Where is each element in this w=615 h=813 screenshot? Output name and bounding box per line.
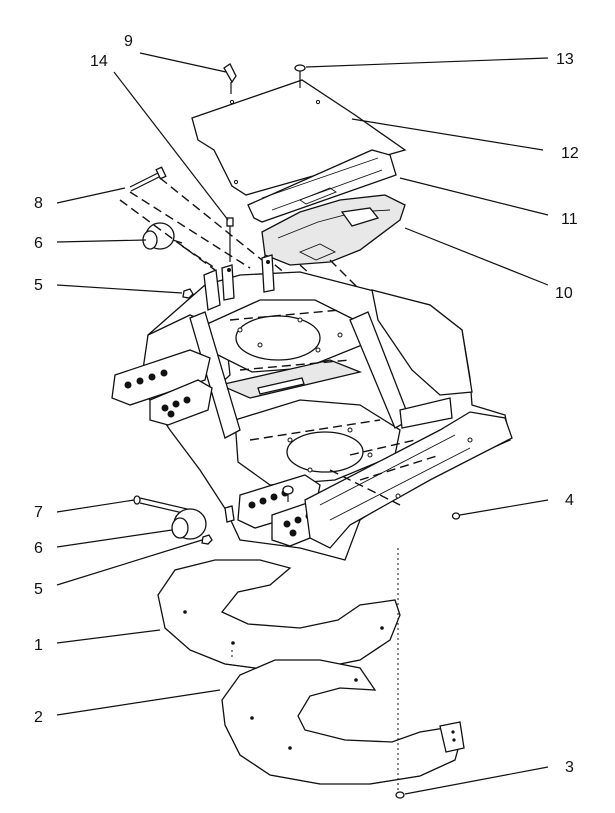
callout-1: 1 xyxy=(34,637,43,654)
leader-lines xyxy=(56,52,549,795)
callout-8: 8 xyxy=(34,195,43,212)
screw-part xyxy=(294,64,306,88)
housing-cover-part xyxy=(261,194,406,266)
callout-3: 3 xyxy=(565,759,574,776)
right-tray-part xyxy=(304,397,513,549)
gasket-part xyxy=(247,149,397,223)
nut-lower-part xyxy=(201,534,213,545)
fitting-part xyxy=(282,485,294,502)
cover-plate-part xyxy=(191,79,407,196)
callout-10: 10 xyxy=(555,285,573,302)
callout-labels: 9 14 13 12 11 10 8 6 5 4 7 6 5 1 2 3 xyxy=(34,33,579,776)
callout-9: 9 xyxy=(124,33,133,50)
bolt-upper-part xyxy=(129,166,167,192)
screw-bottom-part xyxy=(395,791,405,799)
left-bracket-part xyxy=(111,349,213,426)
callout-14: 14 xyxy=(90,53,108,70)
upper-shield-part xyxy=(157,559,401,671)
callout-5-upper: 5 xyxy=(34,277,43,294)
pin-part xyxy=(223,63,237,94)
callout-11: 11 xyxy=(561,211,578,228)
chassis-frame xyxy=(139,254,511,561)
rubber-mount-lower-part xyxy=(171,505,235,540)
nut-upper-part xyxy=(182,288,194,299)
bolt-right-part xyxy=(451,512,461,520)
callout-12: 12 xyxy=(561,145,579,162)
callout-6-upper: 6 xyxy=(34,235,43,252)
callout-4: 4 xyxy=(565,492,574,509)
rubber-mount-upper-part xyxy=(142,222,183,250)
lower-shield-part xyxy=(221,659,465,785)
callout-5-lower: 5 xyxy=(34,581,43,598)
callout-6-lower: 6 xyxy=(34,540,43,557)
callout-2: 2 xyxy=(34,709,43,726)
callout-7: 7 xyxy=(34,504,43,521)
callout-13: 13 xyxy=(556,51,574,68)
